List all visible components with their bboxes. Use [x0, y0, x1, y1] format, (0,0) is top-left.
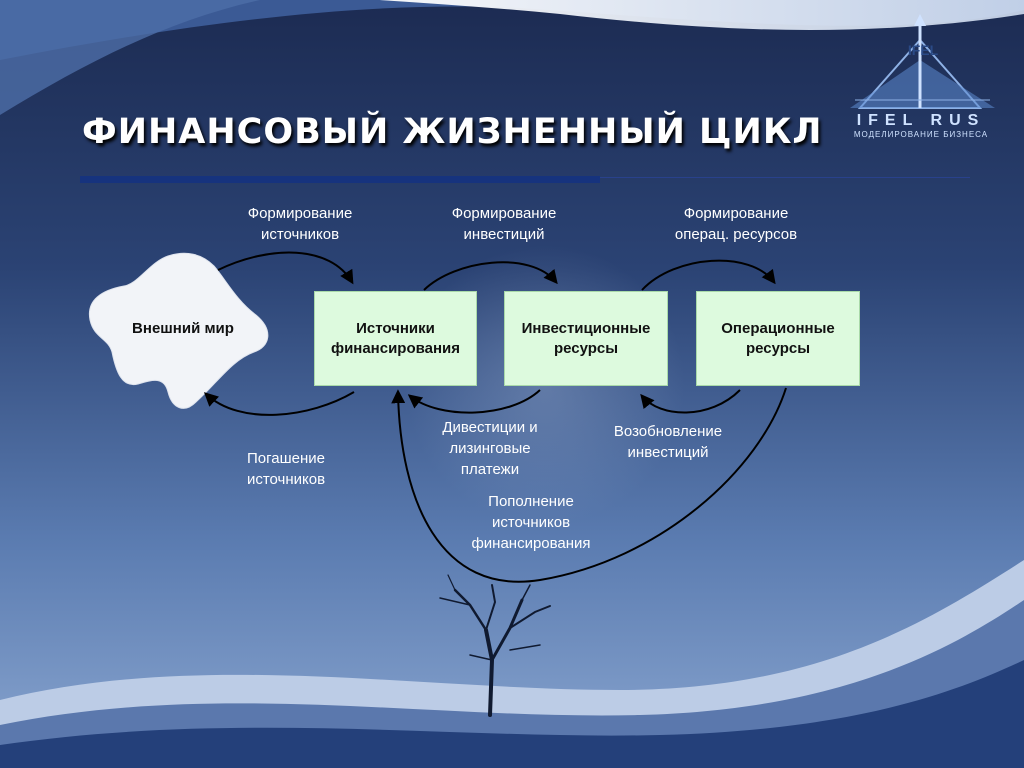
label-forming-investments: Формирование инвестиций [451, 205, 557, 243]
external-world-cloud [88, 252, 269, 409]
sources-box-label: Источники финансирования [330, 319, 461, 357]
operational-resources-box: Операционные ресурсы [696, 291, 860, 386]
arrow-repayment [203, 391, 355, 416]
logo-top-text: IFEL [907, 42, 939, 58]
arrow-replenishment [391, 387, 787, 583]
label-forming-sources: Формирование источников [247, 205, 353, 243]
label-renewal: Возобновление инвестиций [613, 423, 723, 461]
label-replenishment: Пополнение источников финансирования [471, 493, 591, 552]
investment-box-label: Инвестиционные ресурсы [521, 319, 651, 357]
label-forming-operational: Формирование операц. ресурсов [674, 205, 798, 243]
page-title: Финансовый жизненный цикл [82, 112, 823, 152]
external-world-label: Внешний мир [132, 320, 234, 337]
arrow-forming-operational [641, 259, 776, 291]
investment-resources-box: Инвестиционные ресурсы [504, 291, 668, 386]
label-repayment: Погашение источников [246, 450, 326, 488]
arrow-forming-sources [217, 251, 354, 285]
arrow-divestment [407, 389, 541, 414]
logo-brand: IFEL RUS [856, 112, 986, 129]
sources-box: Источники финансирования [314, 291, 477, 386]
title-underline [80, 176, 600, 183]
arrow-forming-investments [423, 261, 558, 291]
tree-icon [439, 574, 551, 717]
title-rule [600, 177, 970, 178]
arrow-renewal [640, 389, 741, 414]
label-divestment: Дивестиции и лизинговые платежи [442, 419, 538, 478]
operational-box-label: Операционные ресурсы [721, 319, 835, 357]
logo-tagline: моделирование бизнеса [853, 130, 989, 139]
